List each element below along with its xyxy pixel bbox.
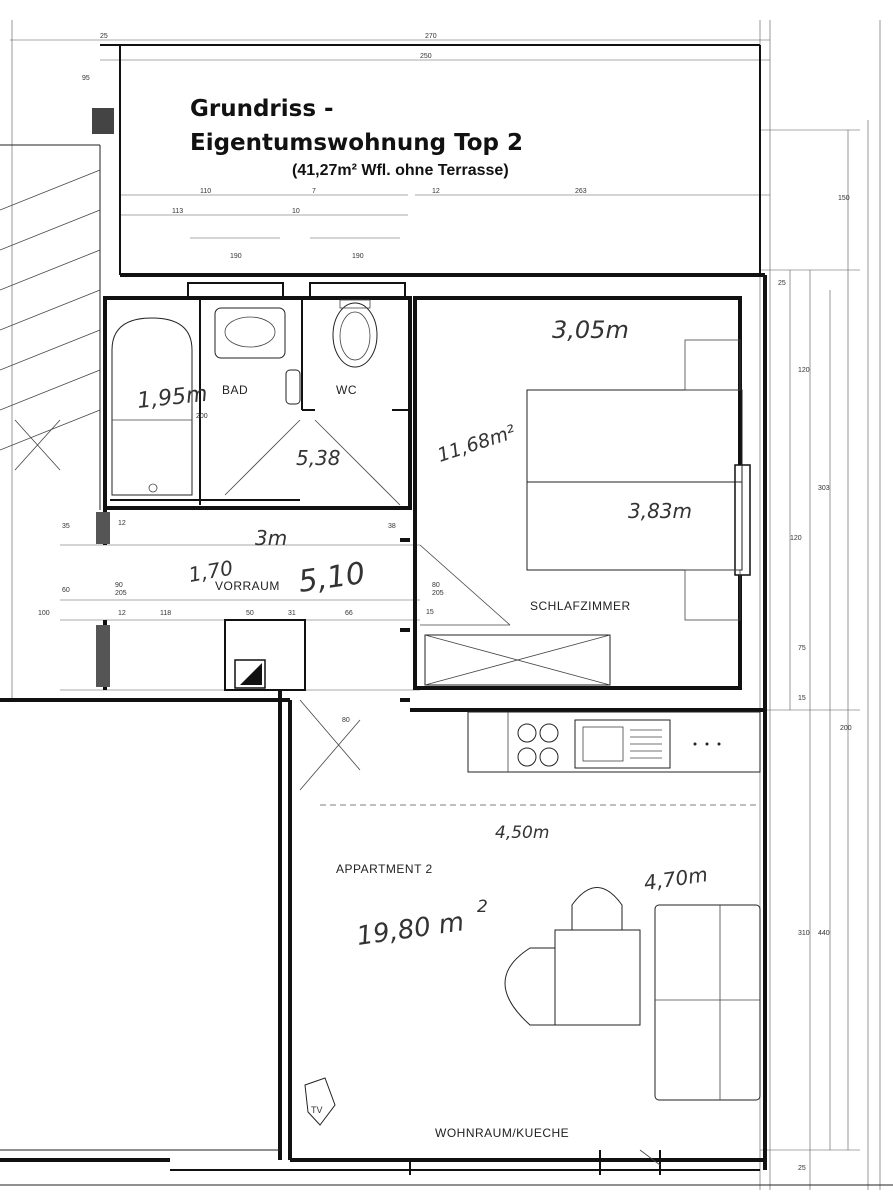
dim-bath-1: 190 bbox=[230, 253, 242, 260]
dim-left-mid-4: 90 bbox=[115, 582, 123, 589]
dim-row-c3: 118 bbox=[160, 610, 171, 617]
dim-row-c2: 12 bbox=[118, 610, 126, 617]
dim-right-1: 25 bbox=[778, 280, 786, 287]
terrace-outline bbox=[100, 44, 761, 275]
plan-title-line1: Grundriss - bbox=[190, 96, 334, 122]
dim-row-a3: 12 bbox=[432, 188, 440, 195]
dim-left-mid-3: 60 bbox=[62, 587, 70, 594]
room-label-bad: BAD bbox=[222, 383, 248, 397]
dim-row-c5: 31 bbox=[288, 610, 296, 617]
dim-mid-2: 80 bbox=[432, 582, 440, 589]
hand-vorraum-area: 5,10 bbox=[296, 556, 367, 600]
dim-top-2: 250 bbox=[420, 53, 432, 60]
dim-row-c1: 100 bbox=[38, 610, 50, 617]
hand-corridor-length: 3m bbox=[255, 526, 287, 550]
room-labels: BAD WC VORRAUM SCHLAFZIMMER APPARTMENT 2… bbox=[215, 383, 631, 1140]
dim-mid-3: 205 bbox=[432, 590, 444, 597]
dim-top-left: 25 bbox=[100, 33, 108, 40]
dim-right-7: 200 bbox=[840, 725, 852, 732]
dim-row-a1: 110 bbox=[200, 188, 211, 195]
dim-row-b1: 113 bbox=[172, 208, 183, 215]
dimension-lines bbox=[10, 20, 881, 1190]
room-label-schlafzimmer: SCHLAFZIMMER bbox=[530, 599, 631, 613]
dim-right-top: 150 bbox=[838, 195, 850, 202]
dim-row-c6: 66 bbox=[345, 610, 353, 617]
hand-bedroom-width: 3,05m bbox=[552, 316, 629, 344]
dim-left-mid-2: 12 bbox=[118, 520, 126, 527]
room-label-appartment: APPARTMENT 2 bbox=[336, 862, 433, 876]
hand-bedroom-area: 11,68m² bbox=[435, 421, 519, 467]
hand-bad-width: 1,95m bbox=[136, 382, 209, 414]
room-label-vorraum: VORRAUM bbox=[215, 579, 280, 593]
dim-right-9: 440 bbox=[818, 930, 830, 937]
room-label-wc: WC bbox=[336, 383, 357, 397]
plan-title-line2: Eigentumswohnung Top 2 bbox=[190, 130, 523, 156]
dim-left-mid-5: 205 bbox=[115, 590, 127, 597]
hand-bedroom-length: 3,83m bbox=[628, 499, 692, 523]
dim-row-a2: 7 bbox=[312, 188, 316, 195]
dim-right-4: 120 bbox=[790, 535, 802, 542]
dim-right-3: 303 bbox=[818, 485, 830, 492]
dim-bath-2: 200 bbox=[196, 413, 208, 420]
dim-kitchen-door: 80 bbox=[342, 717, 350, 724]
dim-row-b2: 10 bbox=[292, 208, 300, 215]
title-block: Grundriss - Eigentumswohnung Top 2 (41,2… bbox=[190, 96, 523, 179]
dim-right-2: 120 bbox=[798, 367, 810, 374]
hand-living-area-exp: 2 bbox=[477, 897, 488, 917]
dim-mid-1: 15 bbox=[426, 609, 434, 616]
dim-top-1: 270 bbox=[425, 33, 437, 40]
dim-row-a4: 263 bbox=[575, 188, 587, 195]
staircase bbox=[0, 108, 114, 510]
kitchen-living-furniture bbox=[299, 699, 761, 1166]
dim-right-5: 75 bbox=[798, 645, 806, 652]
walls bbox=[0, 273, 893, 1186]
dim-right-6: 15 bbox=[798, 695, 806, 702]
dim-right-8: 310 bbox=[798, 930, 810, 937]
dim-right-10: 25 bbox=[798, 1165, 806, 1172]
tv-label: TV bbox=[311, 1105, 323, 1115]
hand-living-width: 4,50m bbox=[495, 823, 549, 843]
dim-wc-1: 190 bbox=[352, 253, 364, 260]
dim-row-c4: 50 bbox=[246, 610, 254, 617]
dimension-labels: 270 250 25 95 110 7 12 263 113 10 150 25… bbox=[38, 33, 852, 1172]
hand-living-area: 19,80 m bbox=[355, 907, 466, 952]
dim-mid-4: 38 bbox=[388, 523, 396, 530]
dim-left-mid-1: 35 bbox=[62, 523, 70, 530]
plan-subtitle: (41,27m² Wfl. ohne Terrasse) bbox=[292, 162, 509, 179]
bedroom-furniture bbox=[419, 339, 743, 686]
dim-left-1: 95 bbox=[82, 75, 90, 82]
hand-living-depth: 4,70m bbox=[642, 862, 709, 895]
hand-corridor-area: 5,38 bbox=[296, 446, 341, 470]
bathroom-fixtures bbox=[111, 282, 406, 506]
handwritten-annotations: 1,95m 5,38 3m 1,70 5,10 3,05m 11,68m² 3,… bbox=[136, 316, 709, 952]
room-label-wohnraum: WOHNRAUM/KUECHE bbox=[435, 1126, 569, 1140]
